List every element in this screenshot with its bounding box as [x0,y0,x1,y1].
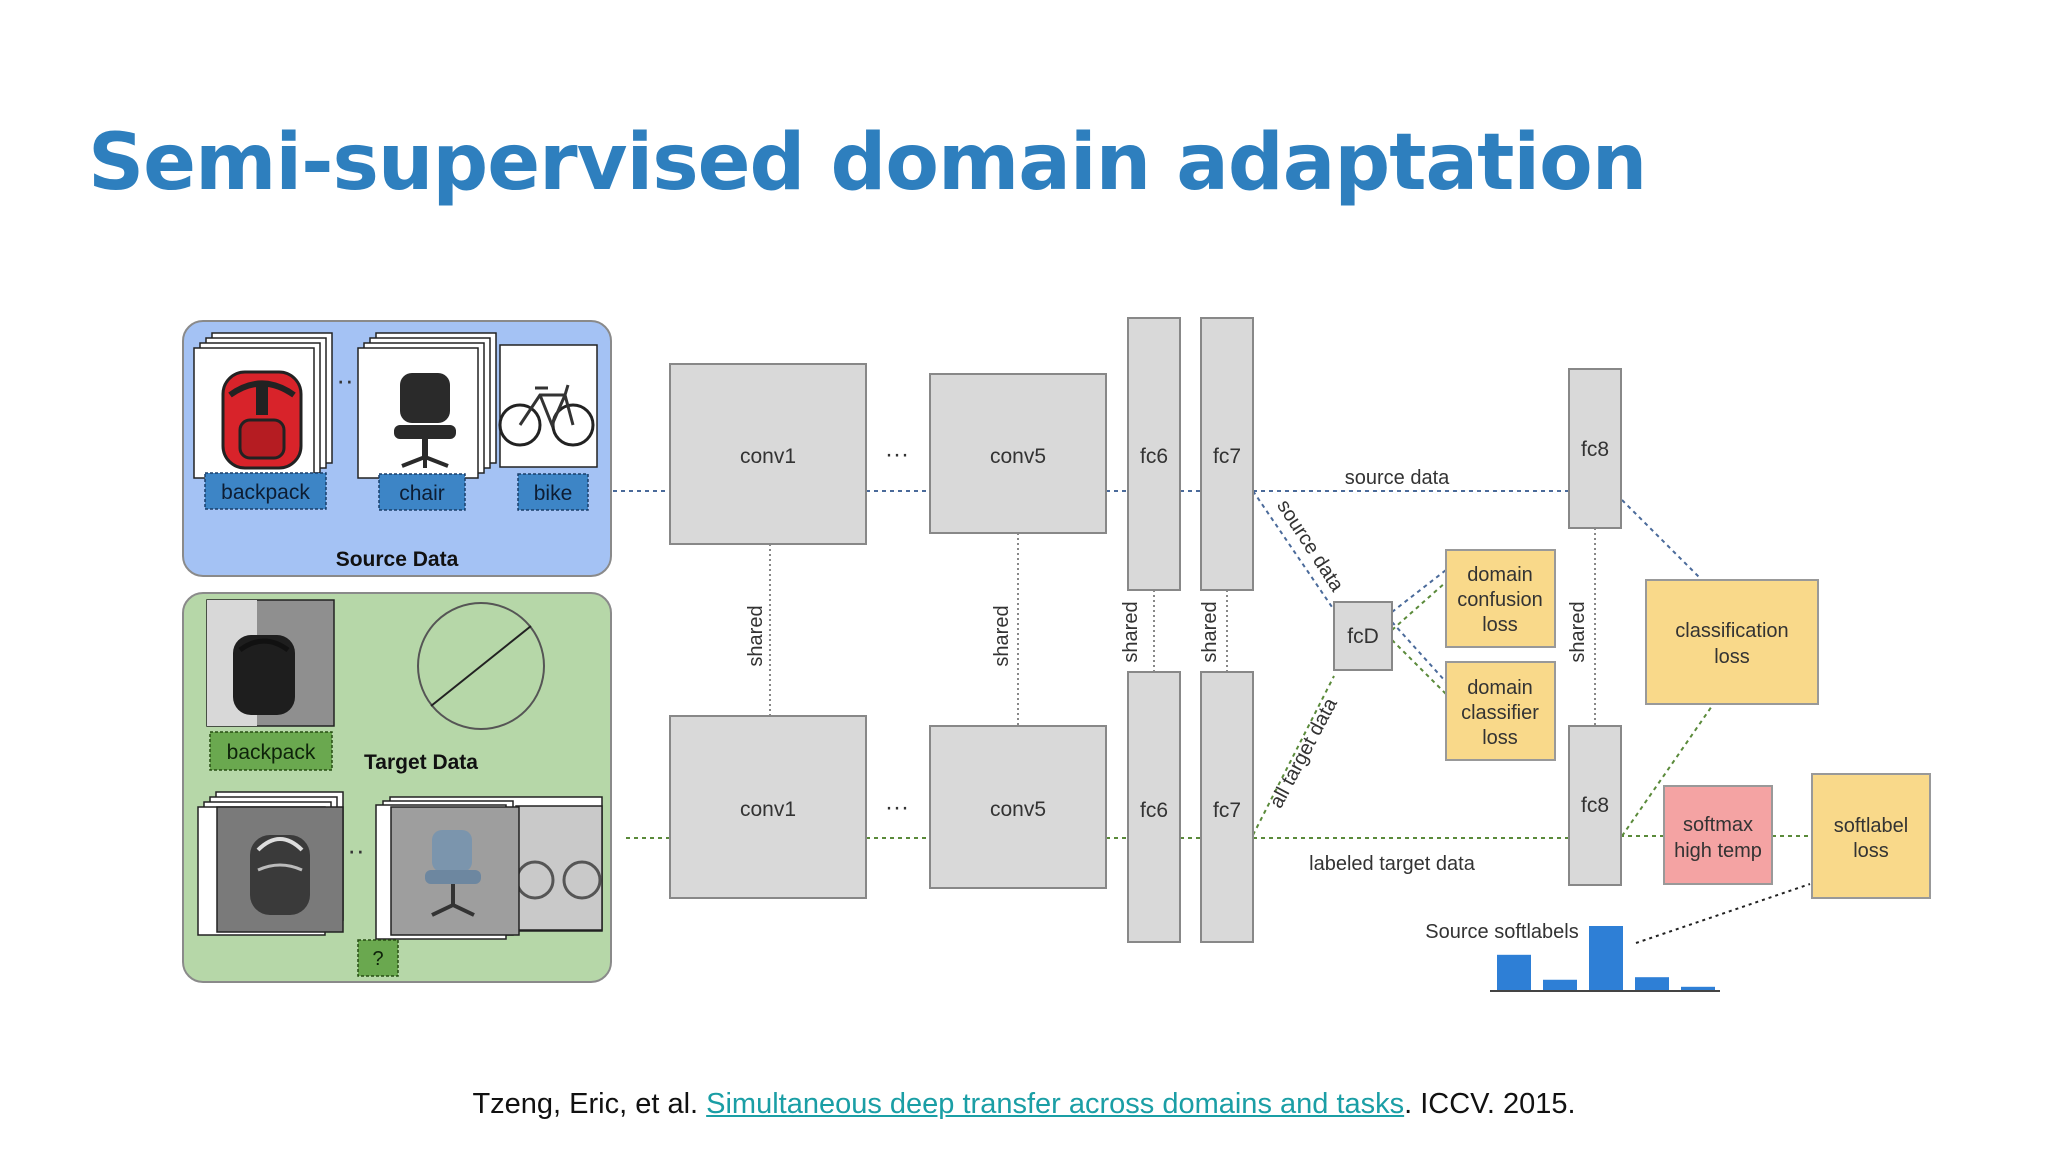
layer-ellipsis-top: ··· [885,441,909,468]
softlabel-bars [1497,926,1715,990]
fc7-target-layer: fc7 [1200,671,1254,943]
svg-text:loss: loss [1482,614,1518,636]
edge-label-labeled-target-data: labeled target data [1309,853,1476,875]
shared-label-conv1: shared [745,605,767,666]
svg-text:fc7: fc7 [1213,799,1241,822]
svg-text:fc7: fc7 [1213,445,1241,468]
slide-title: Semi-supervised domain adaptation [88,118,1647,208]
svg-text:conv5: conv5 [990,798,1046,821]
target-data-caption: Target Data [364,751,478,774]
target-unlabeled-chair-stack [375,796,603,940]
svg-text:bike: bike [534,482,573,505]
source-ellipsis: ·· [336,365,353,395]
fc8-target-layer: fc8 [1568,725,1622,886]
softlabel-bar [1497,954,1531,990]
bike-picture [498,344,598,468]
domain-confusion-loss-box: domain confusion loss [1445,549,1556,648]
citation-prefix: Tzeng, Eric, et al. [472,1088,707,1120]
fc7-source-layer: fc7 [1200,317,1254,591]
target-unlabeled-backpack-stack [197,791,344,936]
svg-text:fc8: fc8 [1581,438,1609,461]
svg-text:high temp: high temp [1674,840,1762,862]
svg-text:chair: chair [399,482,445,505]
svg-text:classifier: classifier [1461,702,1539,724]
target-unknown-label: ? [357,939,399,977]
shared-label-fc6: shared [1120,601,1142,662]
source-label-bike: bike [517,473,589,511]
source-data-panel: ·· backpack [182,320,612,577]
paper-link[interactable]: Simultaneous deep transfer across domain… [706,1088,1405,1120]
softmax-high-temp-box: softmax high temp [1663,785,1773,885]
softlabel-bar [1681,986,1715,990]
svg-text:loss: loss [1482,727,1518,749]
conv1-source-layer: conv1 [669,363,867,545]
svg-text:softlabel: softlabel [1834,815,1909,837]
layer-ellipsis-bottom: ··· [885,794,909,821]
svg-text:domain: domain [1467,677,1533,699]
source-softlabels-chart: Source softlabels [1425,921,1720,992]
fc6-target-layer: fc6 [1127,671,1181,943]
svg-text:?: ? [372,948,383,970]
target-backpack-photo [206,599,335,727]
edge-label-source-data: source data [1345,467,1450,489]
softlabel-bar [1543,979,1577,990]
connection-lines [613,490,1812,944]
source-softlabels-caption: Source softlabels [1425,921,1578,943]
fc8-source-layer: fc8 [1568,368,1622,529]
red-backpack-picture [221,370,303,470]
target-label-backpack: backpack [209,731,333,771]
svg-text:backpack: backpack [221,481,310,504]
citation-suffix: . ICCV. 2015. [1404,1088,1576,1120]
svg-text:confusion: confusion [1457,589,1543,611]
conv5-source-layer: conv5 [929,373,1107,534]
svg-text:fc6: fc6 [1140,799,1168,822]
source-label-chair: chair [378,473,466,511]
source-chair-image-stack [357,332,497,479]
svg-text:fc6: fc6 [1140,445,1168,468]
conv1-target-layer: conv1 [669,715,867,899]
conv5-target-layer: conv5 [929,725,1107,889]
citation: Tzeng, Eric, et al. Simultaneous deep tr… [0,1088,2048,1121]
svg-text:classification: classification [1675,620,1788,642]
source-backpack-image-stack [193,332,333,479]
fc6-source-layer: fc6 [1127,317,1181,591]
edge-label-source-data-diagonal: source data [1272,496,1348,596]
svg-text:conv5: conv5 [990,445,1046,468]
svg-text:conv1: conv1 [740,445,796,468]
unlabeled-empty-circle [417,602,545,730]
svg-text:domain: domain [1467,564,1533,586]
svg-text:fc8: fc8 [1581,794,1609,817]
softlabel-loss-box: softlabel loss [1811,773,1931,899]
svg-text:fcD: fcD [1347,625,1379,648]
source-label-backpack: backpack [204,472,327,510]
svg-text:conv1: conv1 [740,798,796,821]
svg-text:loss: loss [1714,646,1750,668]
classification-loss-box: classification loss [1645,579,1819,705]
target-ellipsis: ·· [347,835,364,865]
domain-classifier-loss-box: domain classifier loss [1445,661,1556,761]
office-chair-picture [394,373,456,468]
shared-label-fc7: shared [1199,601,1221,662]
shared-label-fc8: shared [1567,601,1589,662]
edge-label-all-target-data: all target data [1266,694,1343,812]
softlabel-bar [1589,926,1623,990]
target-data-panel: backpack Target Data ·· [182,592,612,983]
svg-text:softmax: softmax [1683,814,1753,836]
svg-text:loss: loss [1853,840,1889,862]
source-data-caption: Source Data [336,548,459,571]
softlabel-bar [1635,977,1669,990]
svg-text:backpack: backpack [227,741,316,764]
shared-label-conv5: shared [991,605,1013,666]
fcd-layer: fcD [1333,601,1393,671]
